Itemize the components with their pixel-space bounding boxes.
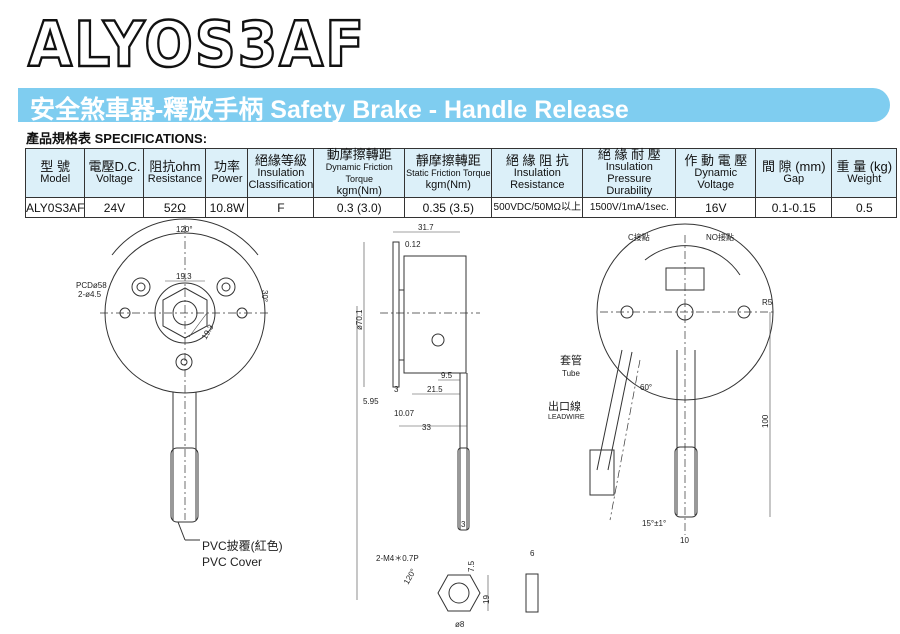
leadwire-label-zh: 出口線 [548, 399, 581, 413]
dim-hex2: 19.3 [200, 323, 216, 341]
leadwire-label-en: LEADWIRE [548, 414, 585, 421]
tube-label-zh: 套管 [560, 353, 582, 367]
data-cell: 10.8W [205, 197, 249, 218]
cover-label-en: PVC Cover [202, 555, 262, 569]
dim-6: 6 [530, 549, 535, 558]
data-cell: 0.1-0.15 [755, 197, 833, 218]
header-en: Dynamic Voltage [694, 167, 738, 191]
header-en: Resistance [147, 173, 203, 185]
dim-hex: 19.3 [176, 272, 192, 281]
cover-label-zh: PVC披覆(紅色) [202, 539, 283, 553]
header-en: Dynamic Friction Torque [325, 162, 393, 184]
dim-5-95: 5.95 [363, 397, 379, 406]
header-en: Gap [783, 173, 805, 185]
dim-100: 100 [761, 414, 770, 428]
dim-9-5: 9.5 [441, 371, 453, 380]
dim-r5: R5 [762, 298, 773, 307]
data-cell: 0.5 [831, 197, 898, 218]
header-cell: 重 量 (kg)Weight [831, 148, 898, 198]
header-zh: 電壓D.C. [88, 159, 141, 174]
header-unit: Durability [606, 185, 653, 197]
header-zh: 重 量 (kg) [836, 159, 893, 174]
dim-3b: 3 [461, 520, 466, 529]
header-zh: 作 動 電 壓 [684, 153, 748, 168]
header-zh: 動摩擦轉距 [326, 147, 392, 162]
header-en: Power [211, 173, 243, 185]
header-cell: 電壓D.C.Voltage [84, 148, 145, 198]
header-zh: 絕緣等級 [254, 153, 307, 168]
dim-hub-angle: 120° [402, 567, 418, 586]
data-cell: 0.35 (3.5) [404, 197, 493, 218]
data-cell: 0.3 (3.0) [313, 197, 406, 218]
banner-title: 安全煞車器-釋放手柄 Safety Brake - Handle Release [30, 96, 629, 124]
dim-dia: ø70.1 [355, 309, 364, 330]
header-zh: 功率 [213, 159, 240, 174]
header-zh: 型 號 [40, 159, 71, 174]
header-en: Weight [847, 173, 882, 185]
header-cell: 間 隙 (mm)Gap [755, 148, 833, 198]
dim-60: 60° [640, 383, 652, 392]
header-en: Insulation Classification [248, 167, 314, 191]
header-zh: 靜摩擦轉距 [415, 153, 481, 168]
dim-thread: 2-M4＊0.7P [376, 554, 419, 563]
hub-detail: 2-M4＊0.7P 120° 7.5 19 ø8 6 [376, 549, 539, 629]
header-unit: kgm(Nm) [425, 179, 471, 191]
no-contact-label: NO接點 [706, 232, 734, 242]
c-contact-label: C接點 [628, 232, 650, 242]
header-unit: kgm(Nm) [336, 185, 382, 197]
header-zh: 間 隙 (mm) [762, 159, 826, 174]
header-en: Voltage [96, 173, 133, 185]
dim-angle2: 30° [260, 290, 269, 302]
header-en: Insulation Resistance [510, 167, 565, 191]
dim-angle: 120° [176, 225, 193, 234]
dim-0-12: 0.12 [405, 240, 421, 249]
header-en: Insulation Pressure [605, 161, 653, 185]
dim-3: 3 [394, 385, 399, 394]
dim-pcd: PCDø58 [76, 281, 107, 290]
dim-10-07: 10.07 [394, 409, 415, 418]
dim-dia8: ø8 [455, 620, 465, 629]
dim-31-7: 31.7 [418, 223, 434, 232]
dim-33: 33 [422, 423, 431, 432]
dim-holes: 2-ø4.5 [78, 290, 102, 299]
front-view: 120° PCDø58 2-ø4.5 19.3 19.3 30° PVC披覆(紅… [76, 218, 283, 569]
header-en: Model [40, 173, 71, 185]
header-zh: 絕 緣 耐 壓 [597, 147, 661, 162]
header-zh: 絕 緣 阻 抗 [505, 153, 569, 168]
title-banner: 安全煞車器-釋放手柄 Safety Brake - Handle Release [18, 88, 890, 124]
data-cell: F [247, 197, 315, 218]
side-view: 31.7 0.12 ø70.1 9.5 21.5 3 5.95 10.07 33… [355, 223, 480, 600]
header-zh: 阻抗ohm [149, 159, 201, 174]
dim-7-5: 7.5 [467, 560, 476, 572]
header-en: Static Friction Torque [406, 168, 491, 178]
model-title: ALYOS3AF [27, 7, 366, 83]
tube-label-en: Tube [562, 369, 580, 378]
handle-view: C接點 NO接點 R5 套管 Tube 出口線 LEADWIRE 60° 15°… [548, 223, 775, 545]
data-cell: ALY0S3AF [24, 197, 86, 218]
data-cell: 52Ω [143, 197, 207, 218]
spec-label: 產品規格表 SPECIFICATIONS: [26, 131, 208, 146]
dim-21-5: 21.5 [427, 385, 443, 394]
dim-19: 19 [482, 595, 491, 604]
dim-15: 15°±1° [642, 519, 666, 528]
dim-10: 10 [680, 536, 689, 545]
